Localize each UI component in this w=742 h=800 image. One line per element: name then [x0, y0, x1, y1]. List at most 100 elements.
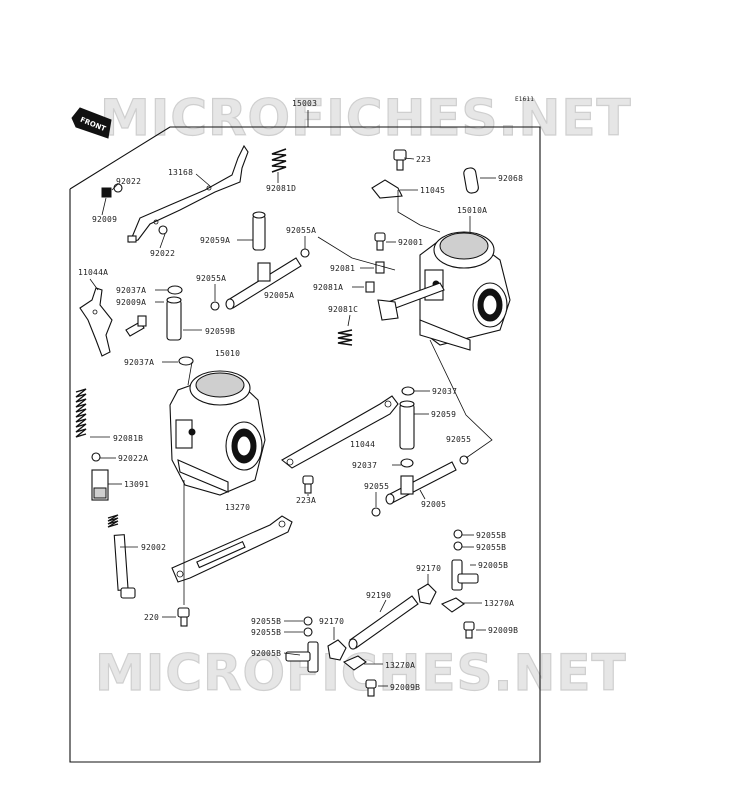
label-92009b-r: 92009B	[488, 626, 518, 635]
part-labels: 15003 92022 13168 92009 92022 92081D 223…	[78, 99, 523, 692]
oring-92055a-mid	[210, 301, 220, 311]
assembly-frame	[69, 126, 541, 763]
screw-92009a	[125, 315, 147, 337]
leader-pipe-upper	[317, 236, 396, 271]
pipe-92059	[399, 400, 415, 450]
front-arrow-icon: FRONT	[71, 107, 112, 139]
label-92005a: 92005A	[264, 291, 294, 300]
label-223-top: 223	[416, 155, 431, 164]
bracket-13168	[127, 144, 249, 243]
screw-223-top	[393, 149, 407, 171]
leader-13168	[195, 173, 211, 187]
bracket-13270a-b	[342, 655, 367, 671]
label-11044: 11044	[350, 440, 375, 449]
label-92055b-3: 92055B	[251, 617, 281, 626]
label-92001: 92001	[398, 238, 423, 247]
label-13270a-r: 13270A	[484, 599, 514, 608]
spring-92081d	[271, 148, 287, 173]
bolt-92002	[107, 514, 136, 599]
diagram-code: E1611	[515, 96, 534, 103]
label-92170-r: 92170	[416, 564, 441, 573]
label-92055-r: 92055	[446, 435, 471, 444]
label-92037a-bot: 92037A	[124, 358, 154, 367]
oring-92055b-1	[453, 529, 463, 539]
clip-11045	[371, 179, 403, 199]
leader-15010a	[397, 190, 441, 233]
carburetor-15010	[169, 370, 266, 496]
label-leaders	[89, 157, 496, 687]
cap-92037-m	[400, 458, 414, 468]
label-92009: 92009	[92, 215, 117, 224]
label-11044a: 11044A	[78, 268, 108, 277]
screw-92009b-b	[365, 679, 377, 697]
label-92022-bot: 92022	[150, 249, 175, 258]
spring-92081c	[337, 329, 353, 346]
pipe-92005a	[225, 257, 302, 310]
tee-92005b-r	[451, 559, 479, 591]
label-92005b-r: 92005B	[478, 561, 508, 570]
washer-92022	[158, 225, 168, 235]
screw-220	[177, 607, 190, 627]
bracket-13270a-r	[440, 597, 465, 613]
cap-92037-r	[401, 386, 415, 396]
pipe-92059b	[166, 296, 182, 341]
clamp-92170-r	[417, 583, 437, 605]
label-13270: 13270	[225, 503, 250, 512]
carburetor-15010a	[419, 231, 511, 351]
washer-92022a	[91, 452, 101, 462]
label-92055a-mid: 92055A	[196, 274, 226, 283]
label-92081c: 92081C	[328, 305, 358, 314]
label-223a: 223A	[296, 496, 316, 505]
pipe-92059a	[252, 211, 266, 251]
label-92055b-1: 92055B	[476, 531, 506, 540]
leader-15010	[187, 361, 193, 386]
label-13168: 13168	[168, 168, 193, 177]
label-92190: 92190	[366, 591, 391, 600]
label-92055b-4: 92055B	[251, 628, 281, 637]
label-92037a-top: 92037A	[116, 286, 146, 295]
bracket-11044a	[79, 287, 113, 357]
label-92170-l: 92170	[319, 617, 344, 626]
oring-92055b-2	[453, 541, 463, 551]
label-92055b-2: 92055B	[476, 543, 506, 552]
label-92059b: 92059B	[205, 327, 235, 336]
watermark-top: MICROFICHES.NET	[100, 89, 632, 147]
label-92037-m: 92037	[352, 461, 377, 470]
throttle-shaft	[377, 282, 445, 321]
label-15010: 15010	[215, 349, 240, 358]
label-92037-r: 92037	[432, 387, 457, 396]
oring-92055b-4	[303, 627, 313, 637]
spring-92081b	[75, 388, 87, 438]
label-92081b: 92081B	[113, 434, 143, 443]
plate-13270	[171, 515, 293, 583]
oring-92055-m	[371, 507, 381, 517]
pipe-92005	[385, 461, 457, 505]
leader-pipe-right	[429, 339, 493, 459]
label-220: 220	[144, 613, 159, 622]
label-92055-m: 92055	[364, 482, 389, 491]
label-92005: 92005	[421, 500, 446, 509]
label-92059: 92059	[431, 410, 456, 419]
label-92022-top: 92022	[116, 177, 141, 186]
label-92081d: 92081D	[266, 184, 296, 193]
label-92081: 92081	[330, 264, 355, 273]
spring-92081a	[365, 281, 375, 293]
screw-92001	[374, 232, 386, 251]
screw-92009b-r	[463, 621, 475, 639]
hose-92190	[348, 595, 419, 650]
screw-223a	[302, 475, 314, 494]
label-15003: 15003	[292, 99, 317, 108]
label-92081a: 92081A	[313, 283, 343, 292]
cap-92068	[463, 167, 479, 194]
cap-92037a-top	[167, 285, 183, 295]
label-92009b-b: 92009B	[390, 683, 420, 692]
label-11045: 11045	[420, 186, 445, 195]
label-13270a-b: 13270A	[385, 661, 415, 670]
link-11044	[281, 395, 399, 469]
clamp-92170-l	[327, 639, 347, 661]
label-92068: 92068	[498, 174, 523, 183]
watermark-bottom: MICROFICHES.NET	[95, 644, 627, 702]
label-92022a: 92022A	[118, 454, 148, 463]
